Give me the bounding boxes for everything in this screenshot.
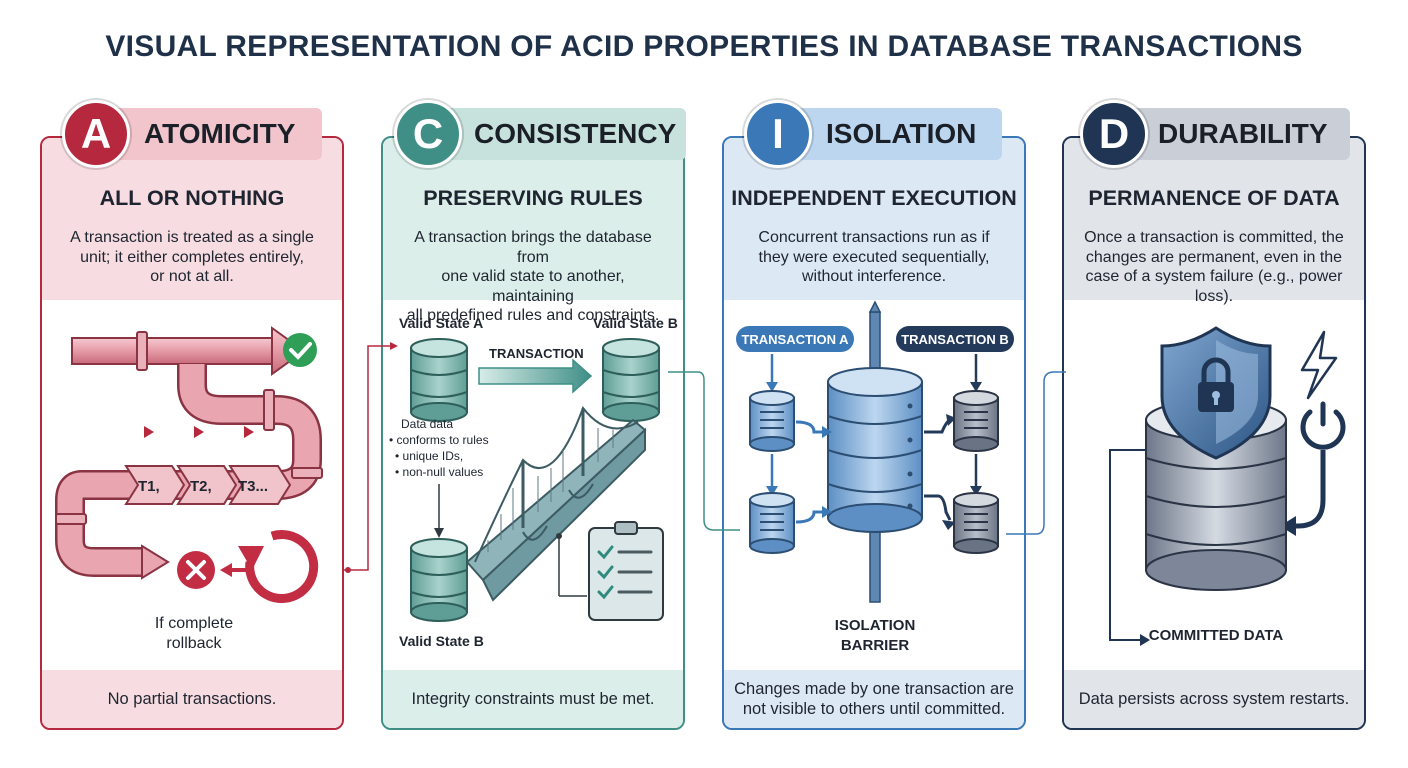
durability-subtitle: PERMANENCE OF DATA [1088, 186, 1340, 210]
pipe-arrow-down-right [141, 544, 170, 580]
durability-description: Once a transaction is committed, the cha… [1084, 229, 1344, 305]
rules-line-4: • non-null values [395, 465, 483, 479]
atomicity-badge: A [62, 100, 130, 168]
atomicity-pipeline-diagram: T1, T2, T3... If complete rollback [55, 326, 323, 652]
database-icon-state-b-bottom [410, 538, 468, 622]
consistency-title: CONSISTENCY [474, 118, 677, 149]
page-title: VISUAL REPRESENTATION OF ACID PROPERTIES… [105, 30, 1303, 63]
lightning-icon [1300, 330, 1338, 400]
database-icon-state-a [410, 338, 468, 422]
transaction-a-label: TRANSACTION A [741, 332, 849, 347]
consistency-tag: CONSISTENCY [440, 108, 686, 160]
durability-panel: PERMANENCE OF DATA Once a transaction is… [1062, 136, 1366, 730]
isolation-footer: Changes made by one transaction are not … [724, 670, 1024, 728]
transaction-arrow [478, 358, 593, 394]
atomicity-footer: No partial transactions. [42, 670, 342, 728]
isolation-title: ISOLATION [826, 118, 977, 149]
transaction-a-pill [736, 326, 854, 352]
durability-diagram: COMMITTED DATA [1109, 326, 1346, 646]
isolation-description: Concurrent transactions run as if they w… [758, 229, 990, 285]
consistency-subtitle: PRESERVING RULES [423, 186, 643, 210]
step-1-label: T1, [138, 478, 160, 495]
transaction-label: TRANSACTION [489, 346, 584, 361]
rollback-label-1: If complete [155, 615, 233, 632]
valid-state-b-bottom-label: Valid State B [399, 633, 484, 649]
isolation-barrier-label-1: ISOLATION [835, 617, 916, 634]
bridge-illustration [465, 405, 647, 602]
durability-footer: Data persists across system restarts. [1064, 670, 1364, 728]
rules-line-3: • unique IDs, [395, 449, 463, 463]
pipe-top [71, 337, 273, 365]
database-icon-b2 [953, 492, 999, 554]
durability-title: DURABILITY [1158, 118, 1328, 149]
step-chevrons: T1, T2, T3... [124, 426, 292, 505]
transaction-b-label: TRANSACTION B [901, 332, 1009, 347]
isolation-tag: ISOLATION [786, 108, 1002, 160]
durability-badge: D [1080, 100, 1148, 168]
isolation-diagram: TRANSACTION A TRANSACTION B [736, 300, 1014, 654]
transaction-b-pill [896, 326, 1014, 352]
consistency-badge: C [394, 100, 462, 168]
atomicity-panel: ALL OR NOTHING A transaction is treated … [40, 136, 344, 730]
isolation-badge: I [744, 100, 812, 168]
rules-line-2: • conforms to rules [389, 433, 489, 447]
rollback-icon [220, 530, 319, 603]
committed-data-label: COMMITTED DATA [1149, 627, 1284, 644]
isolation-subtitle: INDEPENDENT EXECUTION [731, 186, 1017, 210]
step-2-label: T2, [190, 478, 212, 495]
database-icon-state-b-top [602, 338, 660, 422]
durability-tag: DURABILITY [1124, 108, 1350, 160]
atomicity-subtitle: ALL OR NOTHING [99, 186, 285, 210]
consistency-diagram: Valid State A Valid State B TRANSACTION … [389, 315, 678, 649]
rollback-label-2: rollback [166, 635, 222, 652]
atomicity-title: ATOMICITY [144, 118, 296, 149]
central-database-icon [827, 367, 923, 533]
isolation-panel: INDEPENDENT EXECUTION Concurrent transac… [722, 136, 1026, 730]
power-icon [1280, 401, 1346, 536]
success-check-icon [283, 333, 317, 367]
clipboard-checklist-icon [556, 521, 664, 621]
rules-line-1: Data data [401, 417, 453, 431]
valid-state-b-top-label: Valid State B [593, 315, 678, 331]
fail-x-icon [177, 551, 215, 589]
step-3-label: T3... [238, 478, 268, 495]
shield-lock-icon [1160, 326, 1272, 460]
consistency-description: A transaction brings the database from o… [406, 229, 660, 324]
database-icon-a1 [749, 390, 795, 452]
atomicity-tag: ATOMICITY [100, 108, 322, 160]
valid-state-a-label: Valid State A [399, 315, 483, 331]
database-icon-a2 [749, 492, 795, 554]
atomicity-description: A transaction is treated as a single uni… [70, 229, 314, 285]
consistency-footer: Integrity constraints must be met. [383, 670, 683, 728]
consistency-panel: PRESERVING RULES A transaction brings th… [381, 136, 685, 730]
isolation-barrier-label-2: BARRIER [841, 637, 910, 654]
database-icon-b1 [953, 390, 999, 452]
